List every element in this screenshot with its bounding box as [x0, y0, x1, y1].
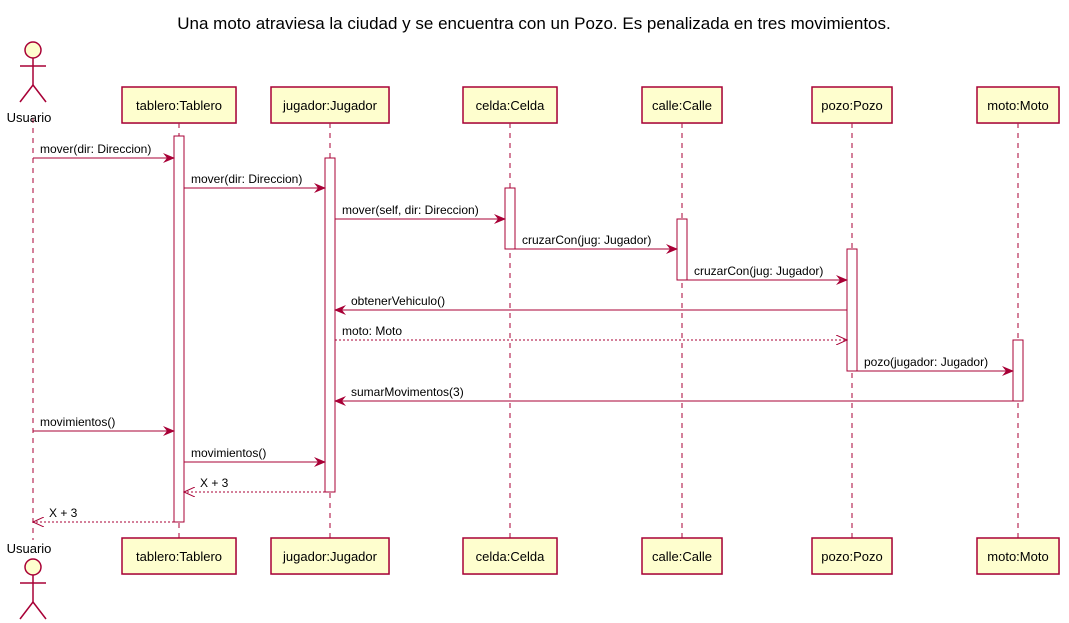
participant-label: pozo:Pozo	[821, 549, 882, 564]
participant-label: tablero:Tablero	[136, 549, 222, 564]
participant-label: tablero:Tablero	[136, 98, 222, 113]
participant-label: jugador:Jugador	[282, 549, 378, 564]
actor-icon	[19, 558, 47, 620]
messages: mover(dir: Direccion) mover(dir: Direccio…	[33, 142, 1014, 522]
participant-jugador-bottom: jugador:Jugador	[270, 537, 390, 575]
message-label: movimientos()	[40, 415, 115, 429]
participant-tablero-top: tablero:Tablero	[121, 86, 237, 124]
participant-box	[811, 86, 893, 124]
activation-bars	[173, 135, 1024, 523]
message-label: sumarMovimentos(3)	[351, 385, 464, 399]
message-6: obtenerVehiculo()	[334, 294, 847, 315]
participant-box	[641, 537, 723, 575]
participant-moto-bottom: moto:Moto	[976, 537, 1060, 575]
message-label: pozo(jugador: Jugador)	[864, 355, 988, 369]
message-label: mover(dir: Direccion)	[191, 172, 302, 186]
message-label: mover(self, dir: Direccion)	[342, 203, 479, 217]
lifelines	[32, 118, 1019, 540]
actor-label: Usuario	[7, 110, 52, 125]
participant-box	[641, 86, 723, 124]
message-11: movimientos()	[184, 446, 326, 467]
participant-label: calle:Calle	[652, 98, 712, 113]
participant-pozo-top: pozo:Pozo	[811, 86, 893, 124]
participant-box	[462, 86, 558, 124]
message-1: mover(dir: Direccion)	[33, 142, 175, 163]
activation-bar-jugador	[324, 157, 336, 493]
participant-box	[270, 537, 390, 575]
participant-celda-top: celda:Celda	[462, 86, 558, 124]
message-label: moto: Moto	[342, 324, 402, 338]
message-label: cruzarCon(jug: Jugador)	[522, 233, 651, 247]
activation-bar-pozo	[846, 248, 858, 372]
message-label: mover(dir: Direccion)	[40, 142, 151, 156]
participant-celda-bottom: celda:Celda	[462, 537, 558, 575]
participant-box	[811, 537, 893, 575]
participant-moto-top: moto:Moto	[976, 86, 1060, 124]
activation-bar-calle	[676, 218, 688, 281]
participant-calle-bottom: calle:Calle	[641, 537, 723, 575]
actor-label: Usuario	[7, 541, 52, 556]
participant-label: calle:Calle	[652, 549, 712, 564]
participant-heads: tablero:Tablero tablero:Tablero jugador:Ju…	[7, 41, 1060, 620]
actor-usuario-top: Usuario	[7, 41, 52, 125]
participant-box	[976, 537, 1060, 575]
message-label: X + 3	[49, 506, 78, 520]
participant-label: jugador:Jugador	[282, 98, 378, 113]
activation-bar-celda	[504, 187, 516, 250]
message-4: cruzarCon(jug: Jugador)	[515, 233, 678, 254]
activation-bar-tablero	[173, 135, 185, 523]
actor-icon	[19, 41, 47, 103]
message-label: X + 3	[200, 476, 229, 490]
message-9: sumarMovimentos(3)	[334, 385, 1013, 406]
message-12: X + 3	[184, 476, 325, 492]
participant-box	[121, 537, 237, 575]
participant-box	[121, 86, 237, 124]
participant-label: moto:Moto	[987, 549, 1048, 564]
activation-bar-moto	[1012, 339, 1024, 402]
message-label: movimientos()	[191, 446, 266, 460]
participant-box	[976, 86, 1060, 124]
participant-label: celda:Celda	[476, 98, 545, 113]
message-10: movimientos()	[33, 415, 175, 436]
message-5: cruzarCon(jug: Jugador)	[687, 264, 848, 285]
message-3: mover(self, dir: Direccion)	[335, 203, 506, 224]
participant-label: pozo:Pozo	[821, 98, 882, 113]
diagram-title: Una moto atraviesa la ciudad y se encuen…	[177, 14, 890, 33]
message-label: obtenerVehiculo()	[351, 294, 445, 308]
message-7: moto: Moto	[335, 324, 847, 340]
message-label: cruzarCon(jug: Jugador)	[694, 264, 823, 278]
participant-tablero-bottom: tablero:Tablero	[121, 537, 237, 575]
participant-calle-top: calle:Calle	[641, 86, 723, 124]
participant-label: moto:Moto	[987, 98, 1048, 113]
participant-box	[462, 537, 558, 575]
participant-label: celda:Celda	[476, 549, 545, 564]
message-8: pozo(jugador: Jugador)	[857, 355, 1014, 376]
participant-pozo-bottom: pozo:Pozo	[811, 537, 893, 575]
participant-jugador-top: jugador:Jugador	[270, 86, 390, 124]
message-2: mover(dir: Direccion)	[184, 172, 326, 193]
participant-box	[270, 86, 390, 124]
actor-usuario-bottom: Usuario	[7, 541, 52, 620]
message-13: X + 3	[33, 506, 174, 522]
